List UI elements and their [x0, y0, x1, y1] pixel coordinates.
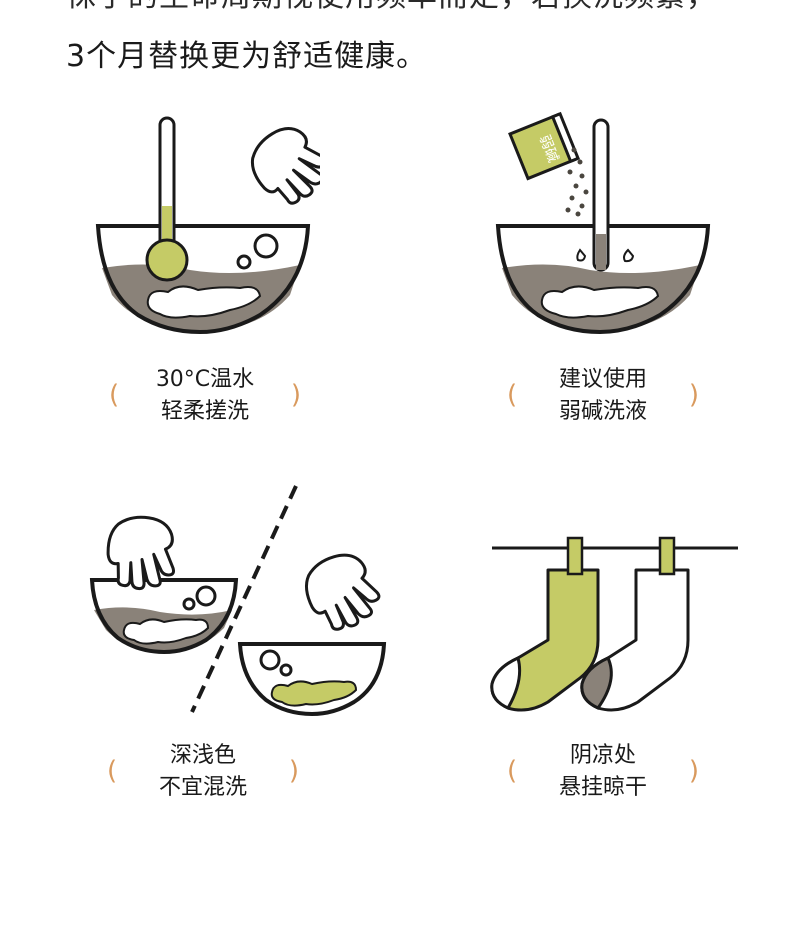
step-caption-2: ( 建议使用 弱碱洗液 ): [507, 364, 699, 428]
droplet-icon: [623, 248, 635, 263]
paren-close: ): [290, 380, 301, 410]
clothes: [146, 285, 262, 319]
bubble: [182, 597, 196, 611]
hand-icon: [250, 127, 320, 205]
paren-close: ): [688, 380, 699, 410]
hang-dry-illustration: [490, 536, 738, 712]
step-caption-4: ( 阴凉处 悬挂晾干 ): [507, 740, 699, 804]
step-1-line-2: 轻柔搓洗: [160, 399, 249, 424]
thermometer-bulb: [145, 238, 189, 282]
paren-open: (: [507, 756, 518, 786]
bubble: [253, 233, 279, 259]
hand-icon: [304, 553, 381, 631]
divider-dashed-line: [190, 485, 298, 713]
paren-open: (: [507, 380, 518, 410]
bowl-icon: [89, 578, 239, 655]
step-3-line-2: 不宜混洗: [158, 775, 247, 800]
clothes: [122, 618, 210, 645]
step-caption-1: ( 30°C温水 轻柔搓洗 ): [109, 364, 301, 428]
bubble: [236, 254, 252, 270]
intro-line-full: 3个月替换更为舒适健康。: [66, 39, 428, 74]
thermometer-fill: [162, 206, 172, 256]
paren-open: (: [107, 756, 118, 786]
bubble: [279, 663, 293, 677]
bowl-icon: [237, 642, 387, 717]
clothes: [270, 680, 358, 707]
bowl-icon: [495, 224, 711, 335]
paren-close: ): [288, 756, 299, 786]
clothes: [540, 285, 660, 319]
clothespin-icon: [658, 536, 676, 576]
water-stream-fill: [596, 234, 606, 270]
clothespin-icon: [566, 536, 584, 576]
step-3-line-1: 深浅色: [169, 743, 236, 768]
intro-line-cut: 袜子的生命周期视使用频率而定，若换洗频繁，: [66, 0, 717, 20]
paren-open: (: [109, 380, 120, 410]
step-2-line-2: 弱碱洗液: [558, 399, 647, 424]
warm-water-wash-illustration: [95, 116, 320, 335]
step-4-line-1: 阴凉处: [569, 743, 636, 768]
bubble: [259, 649, 281, 671]
step-2-line-1: 建议使用: [558, 367, 647, 392]
step-4-line-2: 悬挂晾干: [558, 775, 647, 800]
separate-colors-illustration: [89, 485, 387, 717]
step-caption-3: ( 深浅色 不宜混洗 ): [107, 740, 299, 804]
mild-detergent-illustration: 弱碱: [495, 111, 711, 335]
powder-particles: [565, 147, 589, 217]
step-1-line-1: 30°C温水: [155, 367, 255, 392]
bubble: [195, 585, 217, 607]
detergent-bag-icon: 弱碱: [508, 111, 581, 181]
paren-close: ): [688, 756, 699, 786]
sock-toe: [490, 655, 522, 710]
droplet-icon: [576, 248, 587, 262]
hand-icon: [106, 515, 176, 591]
bowl-icon: [95, 224, 311, 335]
sock-heel: [580, 656, 613, 710]
